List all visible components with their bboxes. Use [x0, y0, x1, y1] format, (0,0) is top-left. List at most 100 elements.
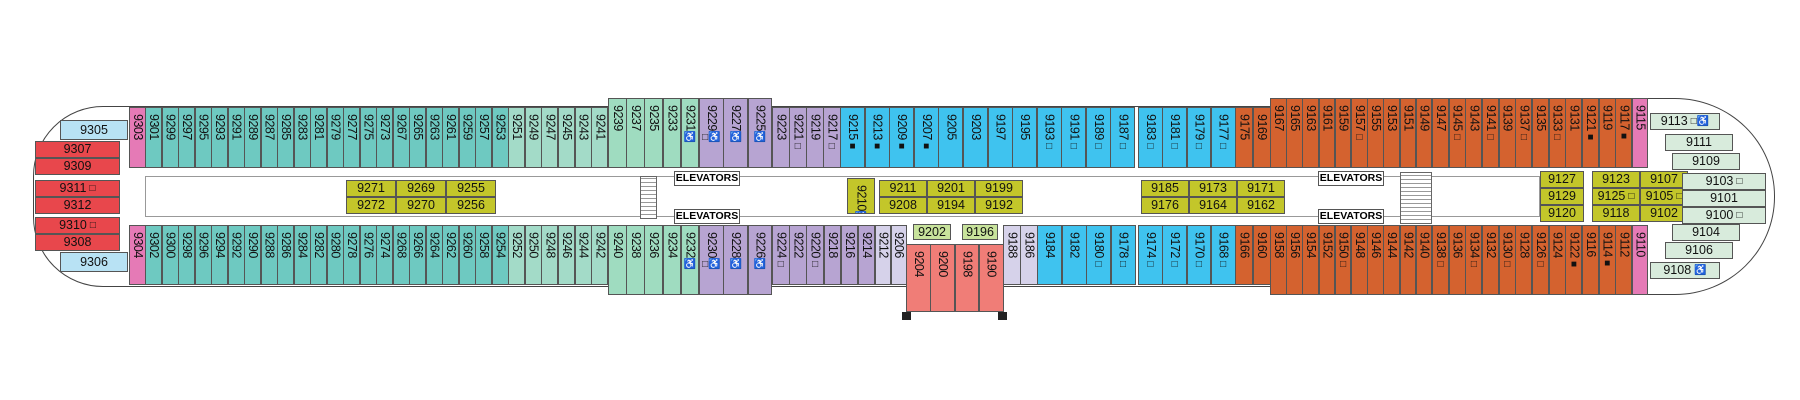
cabin-9237[interactable]: 9237	[626, 98, 645, 168]
cabin-9295[interactable]: 9295	[194, 107, 212, 168]
cabin-9302[interactable]: 9302	[145, 225, 162, 285]
cabin-9272[interactable]: 9272	[346, 197, 396, 214]
cabin-9228[interactable]: 9228♿	[723, 225, 749, 295]
cabin-9206[interactable]: 9206	[890, 225, 907, 285]
cabin-9217[interactable]: 9217□	[823, 107, 841, 168]
cabin-9305[interactable]: 9305	[60, 120, 128, 140]
cabin-9243[interactable]: 9243	[574, 107, 592, 168]
cabin-9162[interactable]: 9162	[1237, 197, 1285, 214]
cabin-9252[interactable]: 9252	[508, 225, 526, 285]
cabin-9249[interactable]: 9249	[524, 107, 542, 168]
cabin-9260[interactable]: 9260	[458, 225, 476, 285]
cabin-9153[interactable]: 9153	[1383, 98, 1401, 168]
cabin-9104[interactable]: 9104	[1672, 224, 1740, 241]
cabin-9109[interactable]: 9109	[1672, 153, 1740, 170]
cabin-9160[interactable]: 9160	[1252, 225, 1271, 285]
cabin-9275[interactable]: 9275	[359, 107, 377, 168]
cabin-9309[interactable]: 9309	[35, 158, 120, 175]
cabin-9235[interactable]: 9235	[644, 98, 664, 168]
cabin-9172[interactable]: 9172□	[1162, 225, 1187, 285]
cabin-9198[interactable]: 9198	[954, 244, 980, 312]
cabin-9177[interactable]: 9177□	[1210, 107, 1236, 168]
cabin-9190[interactable]: 9190	[978, 244, 1004, 312]
cabin-9301[interactable]: 9301	[145, 107, 162, 168]
cabin-9245[interactable]: 9245	[558, 107, 576, 168]
cabin-9276[interactable]: 9276	[359, 225, 377, 285]
cabin-9168[interactable]: 9168□	[1210, 225, 1236, 285]
cabin-9261[interactable]: 9261	[442, 107, 459, 168]
cabin-9250[interactable]: 9250	[524, 225, 542, 285]
cabin-9108[interactable]: 9108♿	[1650, 262, 1720, 279]
cabin-9294[interactable]: 9294	[211, 225, 228, 285]
cabin-9158[interactable]: 9158	[1270, 225, 1287, 295]
cabin-9216[interactable]: 9216	[840, 225, 859, 285]
cabin-9271[interactable]: 9271	[346, 180, 396, 197]
cabin-9248[interactable]: 9248	[541, 225, 559, 285]
cabin-9257[interactable]: 9257	[475, 107, 492, 168]
cabin-9192[interactable]: 9192	[975, 197, 1023, 214]
cabin-9117[interactable]: 9117■	[1615, 98, 1633, 168]
cabin-9126[interactable]: 9126□	[1532, 225, 1550, 295]
cabin-9282[interactable]: 9282	[310, 225, 327, 285]
cabin-9178[interactable]: 9178□	[1110, 225, 1136, 285]
cabin-9264[interactable]: 9264	[425, 225, 443, 285]
cabin-9263[interactable]: 9263	[425, 107, 443, 168]
cabin-9270[interactable]: 9270	[396, 197, 446, 214]
cabin-9290[interactable]: 9290	[244, 225, 261, 285]
cabin-9113[interactable]: 9113□♿	[1650, 113, 1720, 130]
cabin-9181[interactable]: 9181□	[1162, 107, 1187, 168]
cabin-9207[interactable]: 9207■	[913, 107, 939, 168]
cabin-9124[interactable]: 9124	[1548, 225, 1566, 295]
cabin-9122[interactable]: 9122■	[1565, 225, 1583, 295]
cabin-9111[interactable]: 9111	[1665, 134, 1733, 151]
cabin-9267[interactable]: 9267	[392, 107, 410, 168]
cabin-9227[interactable]: 9227♿	[723, 98, 749, 168]
cabin-9247[interactable]: 9247	[541, 107, 559, 168]
cabin-9308[interactable]: 9308	[35, 234, 120, 251]
cabin-9285[interactable]: 9285	[277, 107, 294, 168]
cabin-9307[interactable]: 9307	[35, 141, 120, 158]
cabin-9259[interactable]: 9259	[458, 107, 476, 168]
cabin-9161[interactable]: 9161	[1318, 98, 1336, 168]
cabin-9151[interactable]: 9151	[1399, 98, 1417, 168]
cabin-9286[interactable]: 9286	[277, 225, 294, 285]
cabin-9224[interactable]: 9224□	[772, 225, 790, 285]
cabin-9182[interactable]: 9182	[1061, 225, 1087, 285]
cabin-9103[interactable]: 9103□	[1682, 173, 1766, 190]
cabin-9183[interactable]: 9183□	[1138, 107, 1163, 168]
cabin-9230[interactable]: 9230□♿	[699, 225, 724, 295]
cabin-9203[interactable]: 9203	[962, 107, 988, 168]
cabin-9222[interactable]: 9222	[789, 225, 807, 285]
cabin-9291[interactable]: 9291	[227, 107, 245, 168]
cabin-9115[interactable]: 9115	[1632, 98, 1648, 168]
cabin-9118[interactable]: 9118	[1592, 205, 1640, 222]
cabin-9277[interactable]: 9277	[343, 107, 360, 168]
cabin-9145[interactable]: 9145□	[1448, 98, 1466, 168]
cabin-9187[interactable]: 9187□	[1110, 107, 1136, 168]
cabin-9176[interactable]: 9176	[1141, 197, 1189, 214]
cabin-9204[interactable]: 9204	[906, 244, 931, 312]
cabin-9219[interactable]: 9219	[806, 107, 824, 168]
cabin-9142[interactable]: 9142	[1399, 225, 1417, 295]
cabin-9269[interactable]: 9269	[396, 180, 446, 197]
cabin-9150[interactable]: 9150□	[1334, 225, 1352, 295]
cabin-9278[interactable]: 9278	[343, 225, 360, 285]
cabin-9306[interactable]: 9306	[60, 252, 128, 272]
cabin-9193[interactable]: 9193□	[1036, 107, 1062, 168]
cabin-9310[interactable]: 9310□	[35, 217, 120, 234]
cabin-9138[interactable]: 9138□	[1432, 225, 1450, 295]
cabin-9165[interactable]: 9165	[1286, 98, 1303, 168]
cabin-9136[interactable]: 9136	[1448, 225, 1466, 295]
cabin-9139[interactable]: 9139	[1498, 98, 1516, 168]
cabin-9229[interactable]: 9229□♿	[699, 98, 724, 168]
cabin-9140[interactable]: 9140	[1415, 225, 1433, 295]
cabin-9163[interactable]: 9163	[1302, 98, 1320, 168]
cabin-9173[interactable]: 9173	[1189, 180, 1237, 197]
cabin-9123[interactable]: 9123	[1592, 171, 1640, 188]
cabin-9155[interactable]: 9155	[1367, 98, 1384, 168]
cabin-9154[interactable]: 9154	[1302, 225, 1320, 295]
cabin-9146[interactable]: 9146	[1367, 225, 1384, 295]
cabin-9166[interactable]: 9166	[1235, 225, 1253, 285]
cabin-9137[interactable]: 9137□	[1515, 98, 1533, 168]
cabin-9255[interactable]: 9255	[446, 180, 496, 197]
